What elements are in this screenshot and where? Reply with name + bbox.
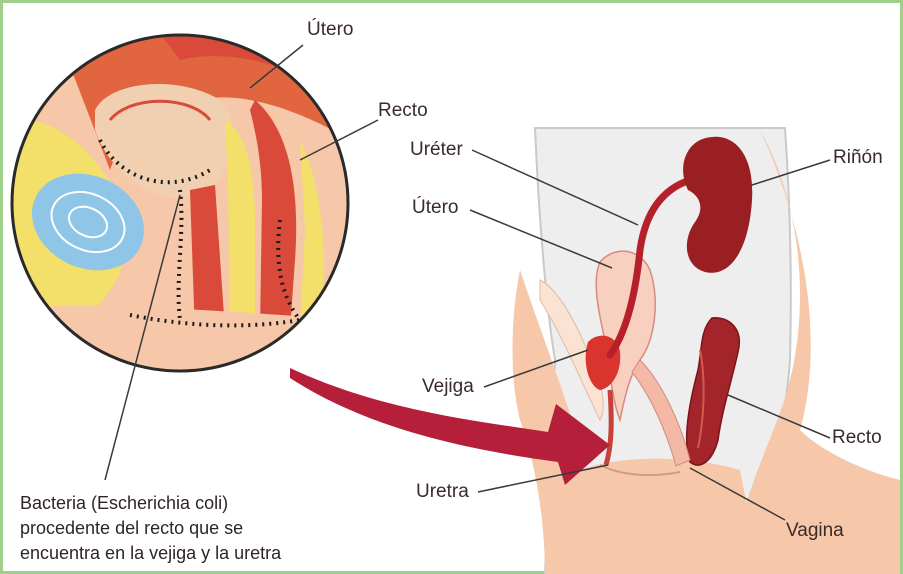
caption-line-3: encuentra en la vejiga y la uretra (20, 541, 281, 566)
label-vagina: Vagina (786, 521, 844, 540)
caption-line-2: procedente del recto que se (20, 516, 281, 541)
label-inset-recto: Recto (378, 101, 428, 120)
label-uretra: Uretra (416, 482, 469, 501)
caption-line-1: Bacteria (Escherichia coli) (20, 491, 281, 516)
label-utero: Útero (412, 198, 458, 217)
bacteria-caption: Bacteria (Escherichia coli) procedente d… (20, 491, 281, 566)
label-ureter: Uréter (410, 140, 463, 159)
label-recto: Recto (832, 428, 882, 447)
magnified-inset (0, 10, 360, 380)
skin-bottom (580, 459, 760, 574)
label-inset-utero: Útero (307, 20, 353, 39)
label-vejiga: Vejiga (422, 377, 474, 396)
label-rinon: Riñón (833, 148, 883, 167)
